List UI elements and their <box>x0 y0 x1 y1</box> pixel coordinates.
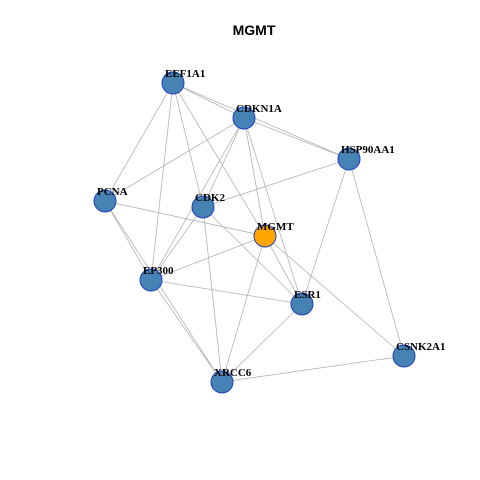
edge-mgmt-esr1 <box>264 235 303 305</box>
edge-cdk2-ep300 <box>150 206 204 281</box>
edge-layer <box>104 82 405 383</box>
node-label-csnk2a1: CSNK2A1 <box>396 341 446 353</box>
node-xrcc6 <box>210 370 234 394</box>
edge-cdkn1a-esr1 <box>243 117 303 305</box>
node-pcna <box>93 189 117 213</box>
node-label-ep300: EP300 <box>143 265 174 277</box>
edge-mgmt-ep300 <box>150 235 266 281</box>
node-label-mgmt: MGMT <box>257 221 294 233</box>
edge-hsp90aa1-cdk2 <box>202 158 350 208</box>
node-layer <box>93 71 416 394</box>
edge-pcna-xrcc6 <box>104 200 223 383</box>
node-label-xrcc6: XRCC6 <box>214 367 252 379</box>
node-label-hsp90aa1: HSP90AA1 <box>341 144 395 156</box>
edge-cdkn1a-pcna <box>104 117 245 202</box>
edge-hsp90aa1-csnk2a1 <box>348 158 405 357</box>
node-esr1 <box>290 292 314 316</box>
node-hsp90aa1 <box>337 147 361 171</box>
edge-eef1a1-ep300 <box>150 82 174 281</box>
edge-pcna-ep300 <box>104 200 152 281</box>
edge-cdkn1a-hsp90aa1 <box>243 117 350 160</box>
node-ep300 <box>139 268 163 292</box>
node-eef1a1 <box>161 71 185 95</box>
edge-mgmt-xrcc6 <box>221 235 266 383</box>
edge-hsp90aa1-esr1 <box>301 158 350 305</box>
node-cdkn1a <box>232 106 256 130</box>
node-label-cdkn1a: CDKN1A <box>236 103 282 115</box>
edge-eef1a1-pcna <box>104 82 174 202</box>
edge-eef1a1-cdk2 <box>172 82 204 208</box>
edge-pcna-mgmt <box>104 200 266 237</box>
edge-ep300-esr1 <box>150 279 303 305</box>
node-label-pcna: PCNA <box>97 186 128 198</box>
edge-mgmt-csnk2a1 <box>264 235 405 357</box>
edge-cdkn1a-mgmt <box>243 117 266 237</box>
node-csnk2a1 <box>392 344 416 368</box>
node-cdk2 <box>191 195 215 219</box>
edge-cdk2-esr1 <box>202 206 303 305</box>
node-label-cdk2: CDK2 <box>195 192 225 204</box>
node-mgmt <box>253 224 277 248</box>
edge-xrcc6-csnk2a1 <box>221 355 405 383</box>
edge-eef1a1-hsp90aa1 <box>172 82 350 160</box>
edge-esr1-xrcc6 <box>221 303 303 383</box>
edge-cdk2-xrcc6 <box>202 206 223 383</box>
node-label-eef1a1: EEF1A1 <box>165 68 205 80</box>
node-label-esr1: ESR1 <box>294 289 321 301</box>
edge-eef1a1-mgmt <box>172 82 266 237</box>
edge-ep300-xrcc6 <box>150 279 223 383</box>
diagram-title: MGMT <box>233 22 276 38</box>
edge-cdkn1a-cdk2 <box>202 117 245 208</box>
edge-eef1a1-cdkn1a <box>172 82 245 119</box>
